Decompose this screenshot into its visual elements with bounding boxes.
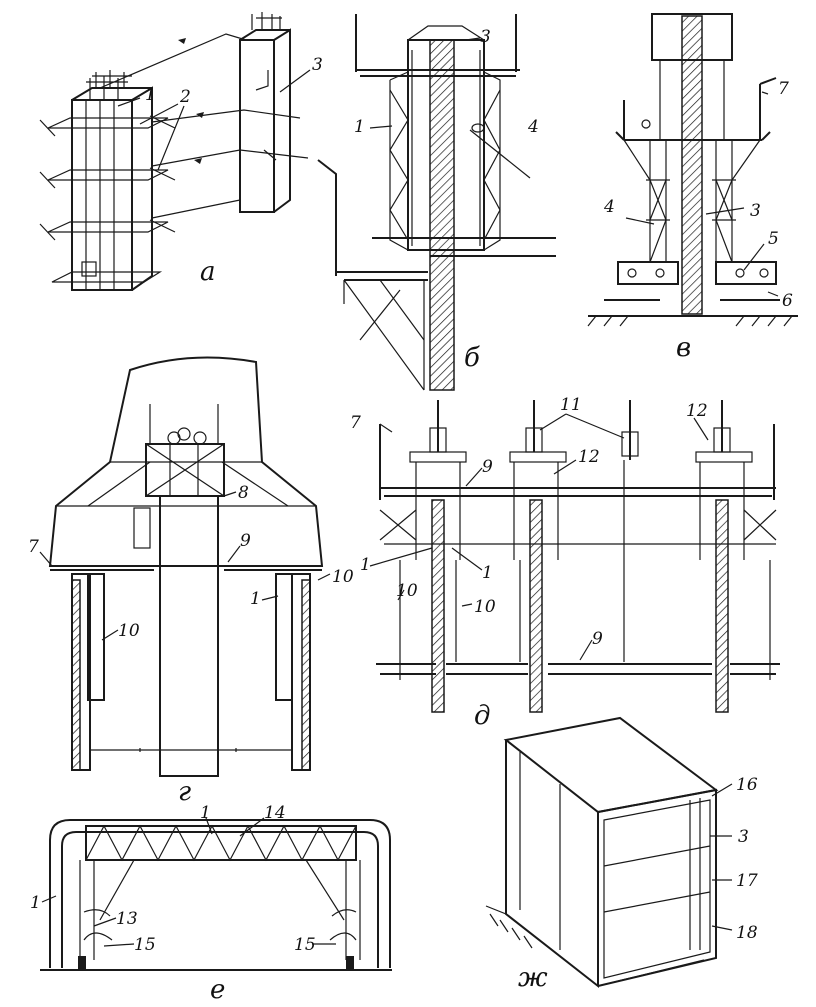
core-shaft <box>681 15 703 315</box>
label-g-9: 9 <box>240 531 251 551</box>
caption-b: б <box>464 343 480 373</box>
label-d-9-top: 9 <box>482 457 493 477</box>
caption-g: г <box>178 777 191 807</box>
label-d-10-mid: 10 <box>474 597 496 617</box>
panel-a-callouts <box>117 69 311 171</box>
label-d-1-left: 1 <box>360 555 371 575</box>
wall-core <box>429 39 455 391</box>
label-e-15-left: 15 <box>134 935 156 955</box>
label-v-5: 5 <box>768 229 779 249</box>
label-g-10-left: 10 <box>118 621 140 641</box>
label-d-1-right: 1 <box>482 563 493 583</box>
panel-b: 1 3 4 б <box>317 14 556 391</box>
transfer-path-lines <box>99 33 309 219</box>
panel-d: 7 11 12 12 9 1 1 10 10 9 д <box>350 395 780 731</box>
caption-d: д <box>474 701 490 731</box>
label-v-4: 4 <box>603 197 615 217</box>
label-a-2: 2 <box>179 87 191 107</box>
roof-truss <box>85 825 357 861</box>
label-e-1-top: 1 <box>200 803 211 823</box>
wall-left <box>431 499 445 713</box>
label-v-7: 7 <box>778 79 789 99</box>
label-b-3: 3 <box>480 27 491 47</box>
label-v-6: 6 <box>782 291 793 311</box>
label-g-7: 7 <box>28 537 39 557</box>
lattice-tower <box>159 495 219 777</box>
label-a-1: 1 <box>145 85 156 105</box>
label-d-7: 7 <box>350 413 361 433</box>
label-b-4: 4 <box>527 117 539 137</box>
label-d-10-left: 10 <box>396 581 418 601</box>
wall-right <box>715 499 729 713</box>
label-d-12-right: 12 <box>686 401 708 421</box>
label-zh-3: 3 <box>738 827 749 847</box>
panel-a: 1 2 3 а <box>39 12 323 291</box>
label-v-3: 3 <box>750 201 761 221</box>
panel-zh: 16 3 17 18 ж <box>485 716 758 993</box>
label-zh-17: 17 <box>736 871 758 891</box>
label-d-12-left: 12 <box>578 447 600 467</box>
label-g-10-right: 10 <box>332 567 354 587</box>
label-a-3: 3 <box>312 55 323 75</box>
label-zh-16: 16 <box>736 775 758 795</box>
caption-zh: ж <box>518 963 548 993</box>
label-e-15-right: 15 <box>294 935 316 955</box>
caption-v: в <box>676 333 691 363</box>
label-d-9-bottom: 9 <box>592 629 603 649</box>
label-e-13: 13 <box>116 909 138 929</box>
panel-e: 1 14 1 13 15 15 е <box>30 803 392 1005</box>
block-top <box>503 716 719 814</box>
block-side <box>603 799 711 979</box>
wall-mid <box>529 499 543 713</box>
label-e-14: 14 <box>264 803 286 823</box>
caption-e: е <box>210 975 225 1005</box>
tent-roof <box>48 356 324 567</box>
caption-a: а <box>200 257 216 287</box>
label-g-1: 1 <box>250 589 261 609</box>
panel-v: 7 4 3 5 6 в <box>587 13 798 363</box>
label-e-1-left: 1 <box>30 893 41 913</box>
label-g-8: 8 <box>238 483 249 503</box>
label-d-11: 11 <box>560 395 582 415</box>
concreted-column <box>239 12 291 213</box>
panel-g: 8 7 9 1 10 10 г <box>28 356 354 807</box>
column-formwork-assembly <box>39 70 176 291</box>
label-b-1: 1 <box>354 117 365 137</box>
label-zh-18: 18 <box>736 923 758 943</box>
portal-frame <box>49 819 391 968</box>
